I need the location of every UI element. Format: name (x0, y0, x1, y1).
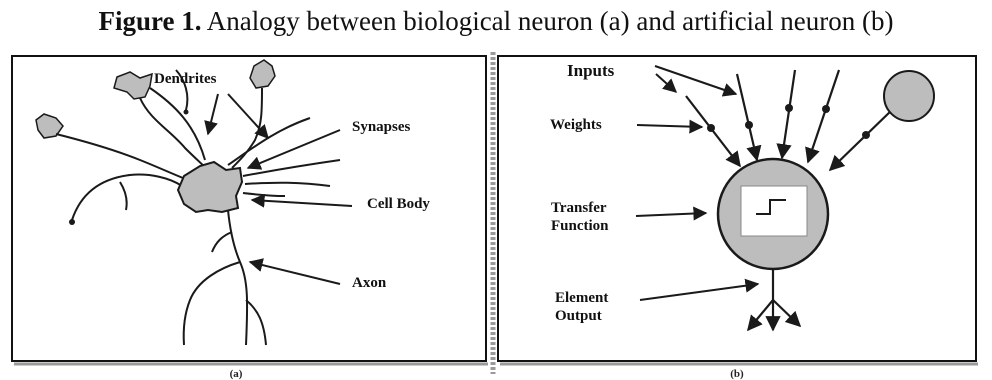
label-cell-body: Cell Body (367, 196, 430, 212)
panel-b-sublabel: (b) (730, 368, 744, 380)
dendrite-end (69, 219, 75, 225)
label-weights: Weights (550, 117, 602, 133)
label-axon: Axon (352, 275, 387, 291)
transfer-function-box (741, 186, 807, 236)
synapse-knob (184, 110, 189, 115)
label-inputs: Inputs (567, 61, 615, 80)
input-neuron (884, 71, 934, 121)
panel-a-sublabel: (a) (230, 368, 243, 380)
label-dendrites: Dendrites (154, 71, 217, 87)
label-transfer: Transfer (551, 200, 607, 216)
label-element: Element (555, 290, 608, 306)
label-output: Output (555, 308, 602, 324)
panel-a: Dendrites Synapses Cell Body Axon (a) (12, 56, 488, 380)
label-synapses: Synapses (352, 119, 411, 135)
label-function: Function (551, 218, 609, 234)
panel-b: Inputs Weights Transfer Function Element… (498, 56, 978, 380)
